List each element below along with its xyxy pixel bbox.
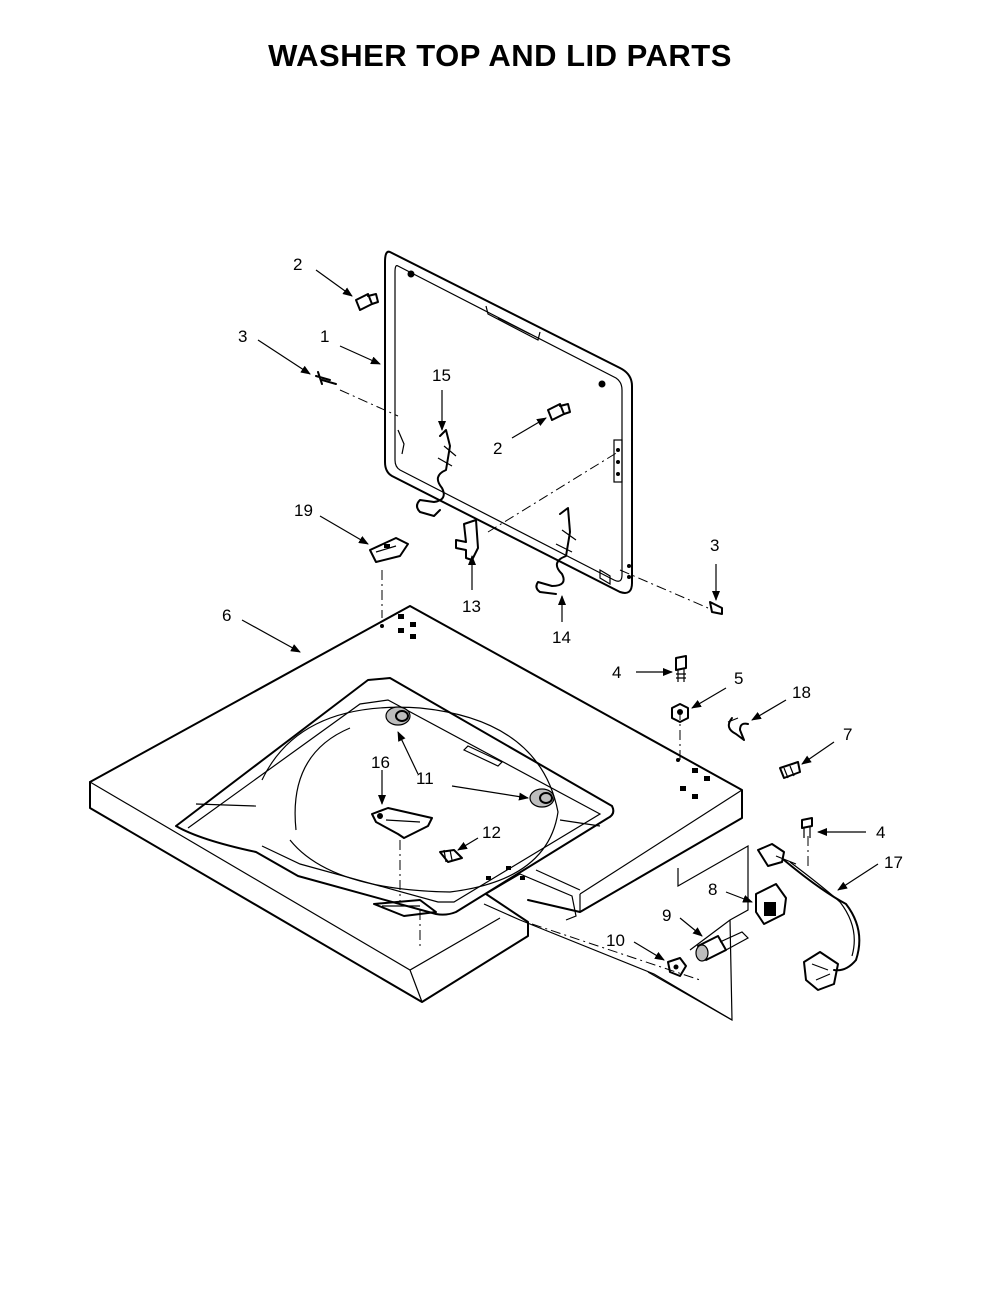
callout-5: 5 [734, 669, 743, 688]
callout-6: 6 [222, 606, 231, 625]
callout-8: 8 [708, 880, 717, 899]
lid-switch-harness [757, 843, 861, 991]
lid-frame [384, 250, 633, 594]
lid-stop [455, 519, 479, 561]
bleach-dispenser [371, 807, 433, 839]
callout-11: 11 [416, 769, 434, 788]
callout-4-upper: 4 [612, 663, 621, 682]
tub-cushion-upper [385, 706, 411, 726]
lid-switch [755, 883, 787, 925]
screw-4-upper [675, 655, 687, 682]
callout-4-lower: 4 [876, 823, 885, 842]
callout-9: 9 [662, 906, 671, 925]
callout-19: 19 [294, 501, 313, 520]
tub-cushion-lower [529, 788, 555, 808]
callout-13: 13 [462, 597, 481, 616]
callout-18: 18 [792, 683, 811, 702]
callout-15: 15 [432, 366, 451, 385]
callout-2-lower: 2 [493, 439, 502, 458]
callout-12: 12 [482, 823, 501, 842]
callout-3-lower: 3 [710, 536, 719, 555]
callout-7: 7 [843, 725, 852, 744]
lid-switch-actuator [695, 931, 749, 962]
callout-14: 14 [552, 628, 571, 647]
clip-10 [667, 957, 687, 977]
clip-7 [779, 761, 801, 779]
lid-switch-bracket [369, 537, 409, 563]
clip-18 [727, 717, 749, 741]
callout-10: 10 [606, 931, 625, 950]
screw-front [439, 849, 463, 863]
callout-2-upper: 2 [293, 255, 302, 274]
screw-left [315, 371, 337, 385]
callout-17: 17 [884, 853, 903, 872]
nut-5 [671, 703, 689, 723]
callout-1: 1 [320, 327, 329, 346]
screw-4-lower [801, 817, 813, 838]
callout-16: 16 [371, 753, 390, 772]
hinge-right [535, 507, 577, 595]
screw-right [709, 601, 723, 615]
bolt-upper [355, 293, 379, 311]
page-title: WASHER TOP AND LID PARTS [268, 38, 732, 73]
bolt-lower [547, 403, 571, 421]
hinge-left [416, 429, 457, 517]
callout-3-upper: 3 [238, 327, 247, 346]
washer-top [89, 605, 743, 1003]
